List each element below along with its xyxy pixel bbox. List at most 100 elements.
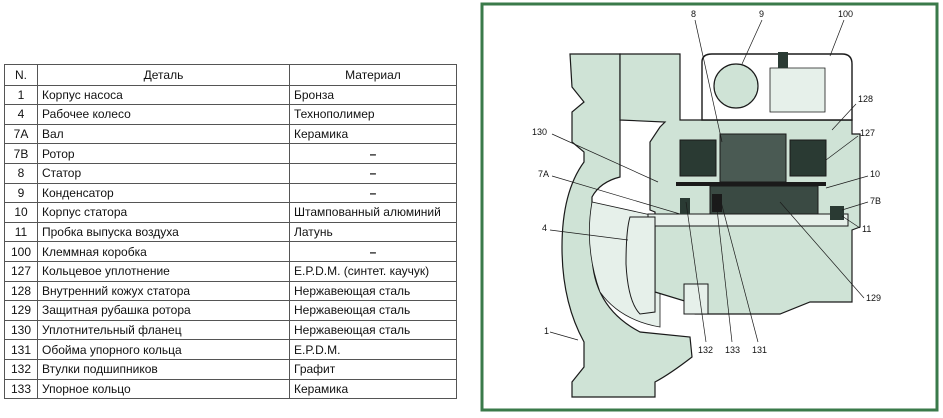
leader-lines — [549, 19, 869, 343]
cell-material: Керамика — [289, 123, 457, 145]
cell-part: Рабочее колесо — [37, 104, 290, 125]
callout-128: 128 — [858, 94, 873, 104]
cell-material: Латунь — [289, 221, 457, 243]
header-part: Деталь — [37, 64, 290, 86]
cell-material: Нержавеющая сталь — [289, 300, 457, 321]
callout-9: 9 — [759, 9, 764, 19]
cell-part: Конденсатор — [37, 182, 290, 204]
cell-number: 11 — [4, 221, 38, 243]
callout-4: 4 — [542, 223, 547, 233]
cell-number: 129 — [4, 300, 38, 321]
shaft — [647, 213, 849, 227]
stator-winding-right — [789, 139, 827, 177]
cell-material: E.P.D.M. — [289, 339, 457, 360]
cell-material: – — [289, 162, 457, 184]
bearing-left — [680, 198, 690, 214]
callout-131: 131 — [752, 345, 767, 355]
header-material: Материал — [289, 64, 457, 86]
cell-part: Уплотнительный фланец — [37, 319, 290, 341]
cell-part: Обойма упорного кольца — [37, 339, 290, 360]
capacitor — [713, 63, 759, 109]
cell-part: Защитная рубашка ротора — [37, 300, 290, 321]
cell-number: 130 — [4, 319, 38, 341]
cell-number: 7B — [4, 143, 38, 164]
cell-part: Вал — [37, 123, 290, 145]
callout-129: 129 — [866, 293, 881, 303]
cell-number: 132 — [4, 358, 38, 380]
stator-core — [719, 133, 787, 183]
cell-number: 4 — [4, 104, 38, 125]
cell-part: Втулки подшипников — [37, 358, 290, 380]
cell-material: Керамика — [289, 378, 457, 400]
terminal-block — [769, 67, 826, 113]
callout-1: 1 — [544, 326, 549, 336]
callout-132: 132 — [698, 345, 713, 355]
cell-material: E.P.D.M. (синтет. каучук) — [289, 260, 457, 282]
cell-number: 133 — [4, 378, 38, 400]
callout-127: 127 — [860, 128, 875, 138]
cell-number: 10 — [4, 202, 38, 223]
impeller — [625, 216, 656, 315]
terminal-screw — [778, 52, 788, 68]
callout-8: 8 — [691, 9, 696, 19]
cell-part: Ротор — [37, 143, 290, 164]
cell-number: 7A — [4, 123, 38, 145]
stator-winding-left — [679, 139, 717, 177]
cell-number: 8 — [4, 162, 38, 184]
callout-100: 100 — [838, 9, 853, 19]
cell-part: Статор — [37, 162, 290, 184]
cell-material: Нержавеющая сталь — [289, 319, 457, 341]
callout-11: 11 — [862, 224, 871, 234]
air-plug — [683, 283, 709, 315]
callout-130: 130 — [532, 127, 547, 137]
cell-part: Упорное кольцо — [37, 378, 290, 400]
pump-cross-section-diagram: 8 9 100 128 130 127 7A 10 4 7B 11 129 1 … — [480, 2, 939, 412]
cell-part: Корпус статора — [37, 202, 290, 223]
table-header-row: N. Деталь Материал — [4, 64, 457, 86]
cell-number: 127 — [4, 260, 38, 282]
cell-part: Пробка выпуска воздуха — [37, 221, 290, 243]
cell-material: Нержавеющая сталь — [289, 280, 457, 302]
bearing-right — [830, 206, 844, 220]
cell-part: Внутренний кожух статора — [37, 280, 290, 302]
cell-number: 9 — [4, 182, 38, 204]
header-number: N. — [4, 64, 38, 86]
callout-7a: 7A — [538, 169, 549, 179]
callout-133: 133 — [725, 345, 740, 355]
thrust-ring — [712, 194, 722, 212]
cell-material: – — [289, 182, 457, 204]
cell-material: Штампованный алюминий — [289, 202, 457, 223]
cell-material: Графит — [289, 358, 457, 380]
cell-number: 128 — [4, 280, 38, 302]
cell-part: Кольцевое уплотнение — [37, 260, 290, 282]
cell-material: – — [289, 241, 457, 262]
callout-7b: 7B — [870, 196, 881, 206]
cell-number: 100 — [4, 241, 38, 262]
cell-material: Бронза — [289, 84, 457, 106]
cell-part: Корпус насоса — [37, 84, 290, 106]
rotor — [709, 185, 819, 217]
cell-material: Технополимер — [289, 104, 457, 125]
cell-material: – — [289, 143, 457, 164]
rotor-can — [676, 182, 826, 186]
cell-number: 1 — [4, 84, 38, 106]
cell-number: 131 — [4, 339, 38, 360]
